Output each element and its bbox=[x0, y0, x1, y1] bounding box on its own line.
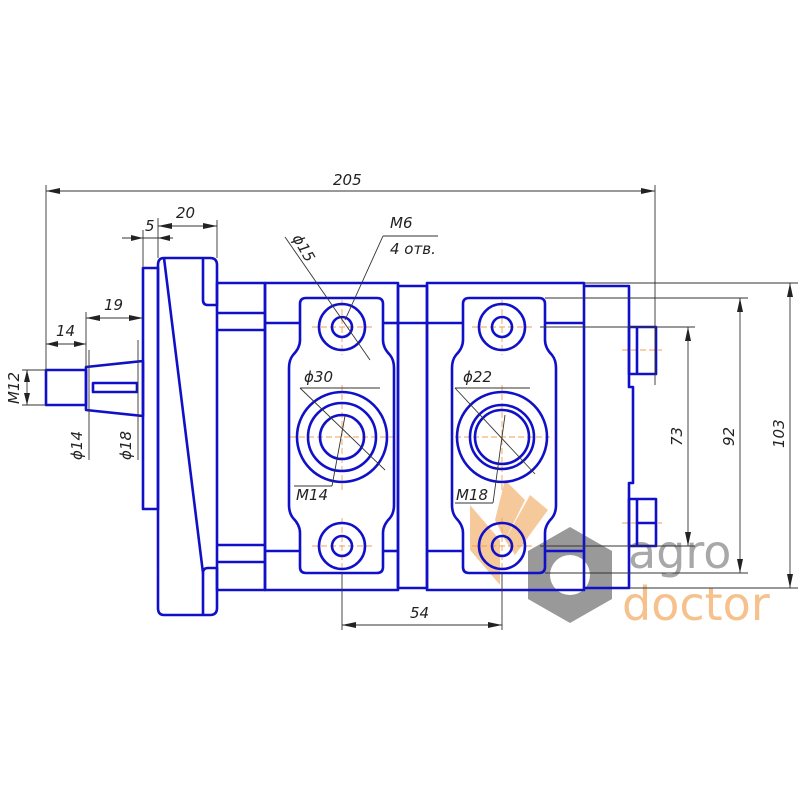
dim-shaft-length: 19 bbox=[104, 296, 123, 314]
bolt-hole bbox=[490, 534, 514, 558]
dim-thread: M12 bbox=[5, 372, 23, 404]
bolt-hole bbox=[330, 534, 354, 558]
inlet-port-bore bbox=[318, 413, 366, 461]
agrodoctor-watermark: agro doctor bbox=[470, 480, 770, 631]
tapered-shaft bbox=[84, 359, 145, 418]
outlet-port-bore bbox=[473, 408, 531, 466]
keyway bbox=[91, 381, 139, 394]
outlet-pad bbox=[450, 296, 558, 575]
dim-pad-height: 92 bbox=[720, 427, 738, 446]
dim-body-height: 103 bbox=[770, 419, 788, 448]
bolt-boss bbox=[477, 302, 527, 352]
dim-flange-offset: 5 bbox=[145, 217, 155, 235]
dim-overall-length: 205 bbox=[333, 171, 362, 189]
dim-bolt-thread: M6 bbox=[390, 214, 413, 232]
rear-cover bbox=[584, 284, 635, 590]
dimension-labels: 205 5 20 19 14 M12 ϕ14 ϕ18 ϕ15 M6 4 отв.… bbox=[5, 171, 788, 622]
outlet-port-face bbox=[468, 403, 536, 471]
inlet-port-face bbox=[306, 401, 378, 473]
dimension-lines bbox=[22, 185, 798, 630]
bolt-boss bbox=[317, 521, 367, 571]
inlet-port-boss bbox=[295, 390, 389, 484]
inlet-pad bbox=[287, 296, 396, 575]
dim-inlet-dia: ϕ30 bbox=[304, 368, 333, 386]
bolt-hole bbox=[490, 315, 514, 339]
dim-bolt-count: 4 отв. bbox=[390, 240, 436, 258]
pump-outline bbox=[44, 256, 658, 617]
bolt-boss bbox=[317, 302, 367, 352]
dim-outlet-thread: M18 bbox=[456, 486, 488, 504]
dim-shaft-dia-small: ϕ14 bbox=[68, 431, 86, 460]
threaded-shaft-end bbox=[44, 368, 88, 407]
flange-plate bbox=[141, 266, 160, 511]
gear-housing-2 bbox=[425, 281, 586, 592]
mount-flange bbox=[156, 256, 219, 617]
watermark-doctor: doctor bbox=[622, 577, 770, 631]
dim-thread-length: 14 bbox=[56, 322, 75, 340]
bolt-head-top bbox=[627, 325, 658, 376]
outlet-port-boss bbox=[455, 390, 549, 484]
bolt-hole bbox=[330, 315, 354, 339]
centerlines bbox=[290, 300, 662, 575]
dim-shaft-dia-large: ϕ18 bbox=[117, 431, 135, 460]
dim-outlet-dia: ϕ22 bbox=[463, 368, 492, 386]
dim-port-spacing: 54 bbox=[410, 604, 429, 622]
dim-inlet-thread: M14 bbox=[296, 486, 328, 504]
dim-flange-width: 20 bbox=[176, 204, 195, 222]
dim-bolt-spacing: 73 bbox=[668, 427, 686, 446]
bolt-boss bbox=[477, 521, 527, 571]
watermark-agro: agro bbox=[628, 525, 731, 579]
middle-plate bbox=[396, 284, 429, 590]
